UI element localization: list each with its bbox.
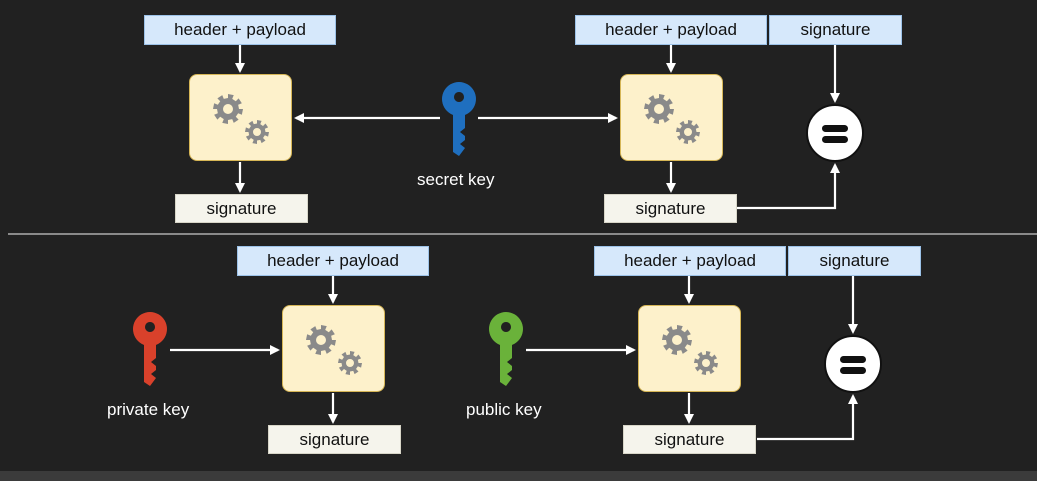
signature-input-box: signature (769, 15, 902, 45)
sign-process-box (282, 305, 385, 392)
large-gear (662, 325, 692, 355)
header-payload-box: header + payload (575, 15, 767, 45)
gears-icon (306, 325, 362, 375)
verify-process-box (638, 305, 741, 392)
header-payload-box: header + payload (144, 15, 336, 45)
equals-icon (806, 104, 864, 162)
verify-process-box (620, 74, 723, 161)
secret-key-label: secret key (417, 170, 495, 189)
header-payload-box: header + payload (237, 246, 429, 276)
arrow-computed-signature-to-equals-b (757, 394, 858, 441)
signature-output-box: signature (268, 425, 401, 454)
small-gear (245, 120, 269, 144)
key-icon (132, 312, 167, 386)
key-icon (441, 82, 476, 156)
signature-output-box: signature (175, 194, 308, 223)
large-gear (644, 94, 674, 124)
small-gear (338, 351, 362, 375)
bottom-bar (0, 471, 1037, 481)
signature-output-box: signature (604, 194, 737, 223)
sign-process-box (189, 74, 292, 161)
private-key-label: private key (107, 400, 190, 419)
header-payload-box: header + payload (594, 246, 786, 276)
gears-icon (213, 94, 269, 144)
equals-icon (824, 335, 882, 393)
small-gear (676, 120, 700, 144)
signature-input-box: signature (788, 246, 921, 276)
large-gear (306, 325, 336, 355)
section-divider (8, 233, 1037, 235)
arrow-computed-signature-to-equals (737, 163, 840, 210)
key-icon (488, 312, 523, 386)
public-key-label: public key (466, 400, 542, 419)
gears-icon (644, 94, 700, 144)
signature-output-box: signature (623, 425, 756, 454)
large-gear (213, 94, 243, 124)
small-gear (694, 351, 718, 375)
gears-icon (662, 325, 718, 375)
